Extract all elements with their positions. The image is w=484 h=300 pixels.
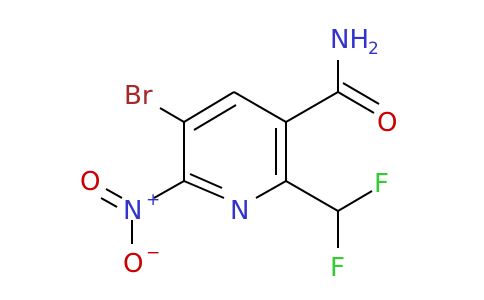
amide-nitrogen-label: NH [330,25,369,55]
fluorine-top-label: F [374,169,389,199]
bond-c5-camide [285,91,339,123]
carbonyl-oxygen-label: O [377,108,397,138]
nitro-oxygen-top-label: O [80,167,100,197]
nitro-nitrogen-label: N [123,196,142,226]
substituent-bonds [100,60,380,248]
bond-n1-c2 [183,180,225,199]
ring-bonds [183,91,287,199]
bond-c4-c5 [233,91,287,123]
bond-c3-br [159,107,185,123]
nitro-oxygen-bottom-label: O [123,249,143,279]
bond-c3-c4 [183,91,235,123]
fluorine-bottom-label: F [330,253,345,283]
atom-labels: NH 2 O Br N F F N + O O − [80,25,397,283]
bond-c6-n1 [255,180,287,199]
bond-camide-o-2 [342,82,380,105]
amide-nitrogen-subscript: 2 [368,39,379,59]
bond-n1-c2-inner [189,173,223,189]
bond-c2-nnitro [153,180,185,199]
bond-chf2-f-top [337,190,373,212]
nitro-nitrogen-charge: + [146,190,160,210]
ring-nitrogen-label: N [230,196,249,226]
bond-nnitro-o-top-2 [100,197,118,208]
bond-nnitro-o-top [105,188,123,199]
bond-c6-chf2 [285,180,339,212]
bromine-label: Br [124,81,153,111]
bond-camide-o [337,91,375,114]
bond-c3-c4-inner [193,104,237,131]
nitro-oxygen-charge: − [146,243,160,263]
